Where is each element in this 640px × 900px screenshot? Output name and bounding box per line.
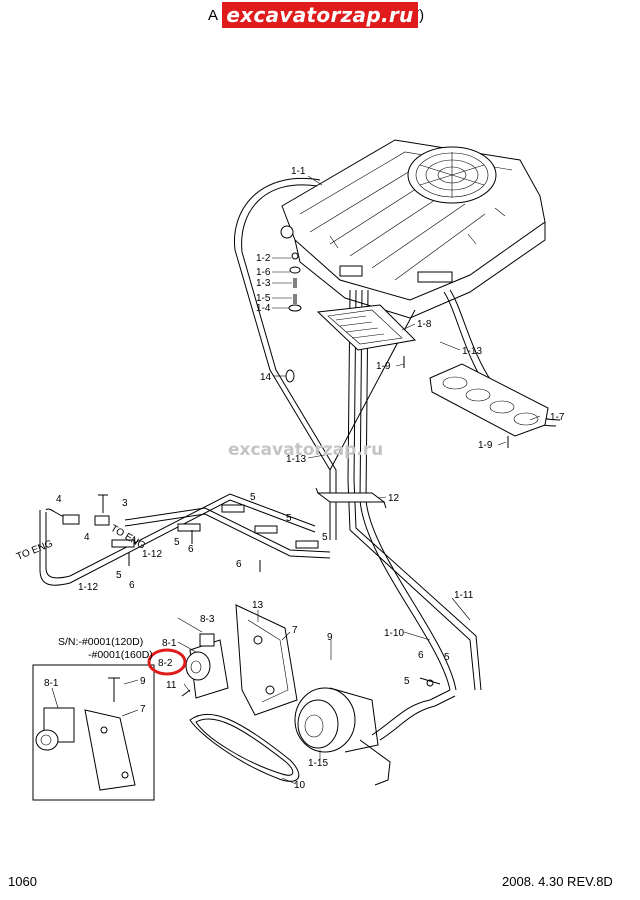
callout-8-1-main: 8-1	[162, 638, 177, 649]
compressor-assembly	[235, 604, 456, 786]
callout-1-3: 1-3	[256, 278, 271, 289]
callout-5-e: 5	[322, 532, 328, 543]
callout-5-a: 5	[174, 537, 180, 548]
callout-6-d: 6	[418, 650, 424, 661]
highlight-circle	[147, 648, 187, 676]
callout-10: 10	[294, 780, 306, 791]
vent-1-7	[429, 363, 549, 437]
callout-1-1: 1-1	[291, 166, 306, 177]
callout-9-main: 9	[327, 632, 333, 643]
callout-1-12-right: 1-12	[142, 549, 162, 560]
callout-5-g: 5	[404, 676, 410, 687]
callout-1-6: 1-6	[256, 267, 271, 278]
callout-9-inset: 9	[140, 676, 146, 687]
page-number: 1060	[8, 874, 37, 889]
aircon-unit	[280, 139, 546, 319]
callout-6-b: 6	[129, 580, 135, 591]
v-belt	[189, 713, 300, 782]
callout-8-3: 8-3	[200, 614, 215, 625]
callout-5-f: 5	[444, 652, 450, 663]
callout-1-12-left: 1-12	[78, 582, 98, 593]
clutch-assembly	[181, 633, 229, 699]
serial-line-1: S/N:-#0001(120D)	[58, 636, 144, 648]
callout-1-9-lower: 1-9	[478, 440, 493, 451]
callout-3: 3	[122, 498, 128, 509]
watermark: excavatorzap.ru	[228, 440, 384, 460]
leader-lines	[51, 175, 541, 785]
serial-number-note: S/N:-#0001(120D) -#0001(160D)	[58, 636, 153, 662]
callout-11: 11	[166, 680, 177, 691]
site-banner[interactable]: excavatorzap.ru	[222, 2, 418, 28]
callout-1-8: 1-8	[417, 319, 432, 330]
callout-1-13-upper: 1-13	[462, 346, 482, 357]
callout-5-c: 5	[250, 492, 256, 503]
callout-8-2: 8-2	[158, 658, 173, 669]
callout-14: 14	[260, 372, 272, 383]
callout-1-4: 1-4	[256, 303, 271, 314]
callout-1-11: 1-11	[454, 590, 474, 601]
serial-line-2: -#0001(160D)	[88, 649, 153, 661]
callout-4-upper: 4	[56, 494, 62, 505]
clamp-12	[315, 487, 387, 509]
duct-1-8	[316, 304, 417, 351]
callout-4-lower: 4	[84, 532, 90, 543]
title-prefix: A	[208, 7, 219, 24]
inset-box	[32, 664, 155, 801]
callout-5-d: 5	[286, 513, 292, 524]
callout-13: 13	[252, 600, 264, 611]
callout-1-13-lower: 1-13	[286, 454, 306, 465]
callout-1-10: 1-10	[384, 628, 404, 639]
callout-7-inset: 7	[140, 704, 146, 715]
callout-1-7: 1-7	[550, 412, 565, 423]
callout-5-b: 5	[116, 570, 122, 581]
callout-6-c: 6	[236, 559, 242, 570]
callout-6-a: 6	[188, 544, 194, 555]
pipe-assembly-left	[39, 493, 331, 586]
callout-1-9-upper: 1-9	[376, 361, 391, 372]
callout-7-main: 7	[292, 625, 298, 636]
callout-1-2: 1-2	[256, 253, 271, 264]
label-to-eng-left: TO ENG	[15, 538, 55, 563]
callout-8-1-inset: 8-1	[44, 678, 59, 689]
callout-12: 12	[388, 493, 400, 504]
callout-1-5: 1-5	[256, 293, 271, 304]
callout-1-15: 1-15	[308, 758, 328, 769]
revision-date: 2008. 4.30 REV.8D	[502, 874, 613, 889]
